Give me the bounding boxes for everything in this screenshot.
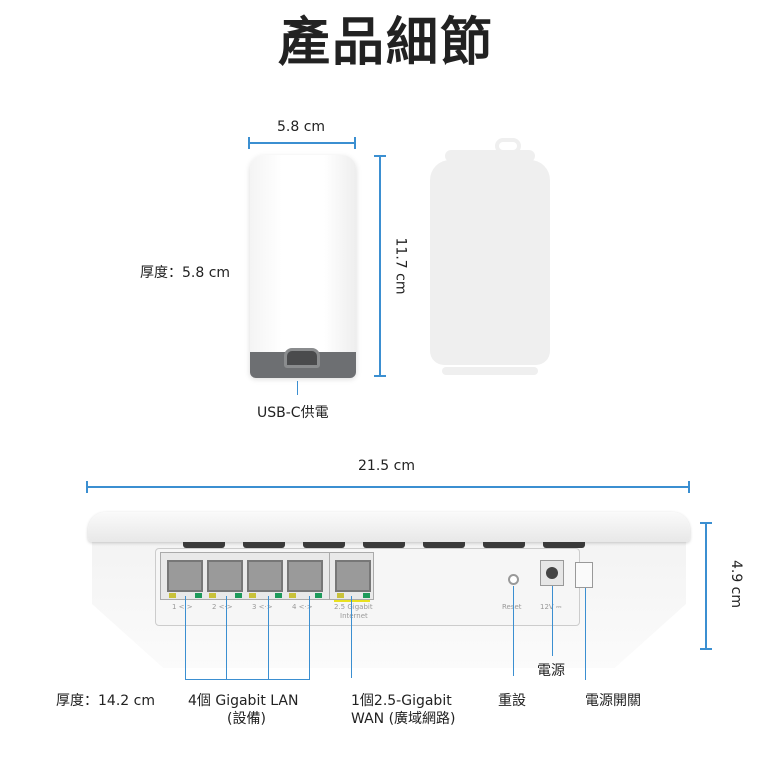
- lan-callout-bracket: [185, 679, 310, 680]
- lan-sublabel: (設備): [227, 711, 266, 727]
- power-panel-label: 12V ⎓: [540, 603, 562, 611]
- wan-label: 1個2.5-Gigabit: [351, 693, 452, 709]
- lan-port-4: [287, 560, 323, 592]
- lan-callout-line: [185, 596, 186, 680]
- wan-port: [335, 560, 371, 592]
- wan-highlight: [334, 600, 370, 602]
- port-label-4: 4 <·>: [292, 603, 313, 611]
- reset-label: 重設: [498, 693, 526, 709]
- dimension-tick: [688, 481, 690, 493]
- lan-port-block: [160, 552, 374, 600]
- port-label-3: 3 <·>: [252, 603, 273, 611]
- router-width-line: [86, 486, 690, 488]
- dimension-tick: [374, 155, 386, 157]
- usb-c-port: [284, 348, 320, 368]
- can-bottom: [442, 367, 538, 375]
- router-height-label: 4.9 cm: [728, 559, 745, 609]
- dimension-tick: [700, 648, 712, 650]
- port-label-2: 2 <·>: [212, 603, 233, 611]
- small-device-image: [250, 155, 356, 377]
- switch-callout-line: [585, 588, 586, 680]
- lan-callout-line: [309, 596, 310, 680]
- small-thickness-label: 厚度：5.8 cm: [140, 265, 231, 281]
- height-dimension-line: [379, 155, 381, 377]
- power-switch: [575, 562, 593, 588]
- power-switch-label: 電源開關: [585, 693, 641, 709]
- small-width-label: 5.8 cm: [277, 119, 326, 135]
- wan-panel-sublabel: Internet: [340, 612, 368, 620]
- wan-sublabel: WAN (廣域網路): [351, 711, 456, 727]
- width-dimension-line: [248, 142, 356, 144]
- wan-callout-line: [351, 596, 352, 678]
- reset-button: [508, 574, 519, 585]
- dimension-tick: [86, 481, 88, 493]
- dimension-tick: [374, 375, 386, 377]
- reset-panel-label: Reset: [502, 603, 522, 611]
- router-height-line: [705, 522, 707, 650]
- can-top: [445, 150, 535, 162]
- lan-callout-line: [268, 596, 269, 680]
- lan-label: 4個 Gigabit LAN: [188, 693, 299, 709]
- dimension-tick: [248, 137, 250, 149]
- lan-port-3: [247, 560, 283, 592]
- usb-power-label: USB-C供電: [257, 405, 329, 421]
- dimension-tick: [354, 137, 356, 149]
- lan-port-1: [167, 560, 203, 592]
- router-width-label: 21.5 cm: [358, 458, 415, 474]
- usb-callout-line: [297, 381, 298, 395]
- dc-power-jack: [540, 560, 564, 586]
- dimension-tick: [700, 522, 712, 524]
- port-label-1: 1 <·>: [172, 603, 193, 611]
- soda-can-silhouette: [430, 160, 550, 365]
- power-label: 電源: [537, 663, 565, 679]
- page-title: 產品細節: [277, 13, 494, 73]
- wan-panel-label: 2.5 Gigabit: [334, 603, 373, 611]
- power-callout-line: [552, 586, 553, 656]
- lan-callout-line: [226, 596, 227, 680]
- small-height-label: 11.7 cm: [392, 237, 409, 295]
- router-thickness-label: 厚度：14.2 cm: [56, 693, 155, 709]
- lan-port-2: [207, 560, 243, 592]
- router-lid: [88, 512, 690, 548]
- reset-callout-line: [513, 586, 514, 676]
